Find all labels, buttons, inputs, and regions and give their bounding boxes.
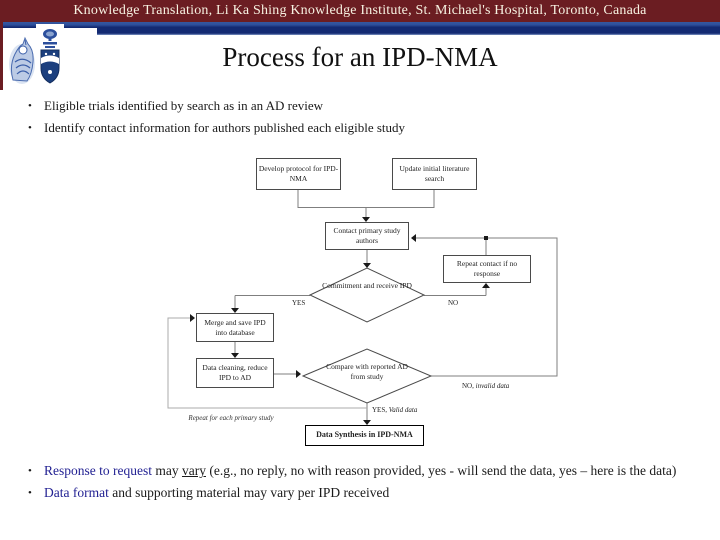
flow-box-update-search: Update initial literature search xyxy=(392,158,477,190)
junction-dot xyxy=(484,236,488,240)
label-yes-valid-prefix: YES, xyxy=(372,406,389,414)
uoft-crest-logo-icon xyxy=(40,29,60,84)
arrow-left-icon xyxy=(411,234,416,242)
highlight-data-format: Data format xyxy=(44,485,109,500)
bullet-text-mid: may xyxy=(151,463,182,478)
header-bar: Knowledge Translation, Li Ka Shing Knowl… xyxy=(0,0,720,22)
label-repeat-note: Repeat for each primary study xyxy=(188,414,274,422)
arrow-down-icon xyxy=(363,263,371,268)
flow-box-contact-authors: Contact primary study authors xyxy=(325,222,409,250)
angel-figure-logo-icon xyxy=(9,36,35,84)
bullet-text-rest: and supporting material may vary per IPD… xyxy=(108,485,390,500)
flow-box-data-cleaning: Data cleaning, reduce IPD to AD xyxy=(196,358,274,388)
flow-diamond-commitment: Commitment and receive IPD xyxy=(322,281,412,290)
list-item: • Data format and supporting material ma… xyxy=(28,482,688,504)
highlight-response-to-request: Response to request xyxy=(44,463,152,478)
underlined-vary: vary xyxy=(181,463,206,478)
bullet-text: Identify contact information for authors… xyxy=(44,120,406,135)
label-no: NO xyxy=(448,299,459,307)
left-maroon-strip xyxy=(0,0,3,90)
label-yes-valid-italic: Valid data xyxy=(388,406,418,414)
arrow-right-icon xyxy=(296,370,301,378)
page-title: Process for an IPD-NMA xyxy=(222,42,498,72)
label-no-invalid-prefix: NO, xyxy=(462,382,476,390)
list-item: • Response to request may vary (e.g., no… xyxy=(28,460,688,482)
flow-diamond-compare: Compare with reported AD from study xyxy=(326,362,408,381)
list-item: • Identify contact information for autho… xyxy=(28,117,698,139)
label-no-invalid: NO, invalid data xyxy=(462,382,509,391)
arrow-down-icon xyxy=(231,308,239,313)
bullet-text: Data format and supporting material may … xyxy=(44,485,389,500)
list-item: • Eligible trials identified by search a… xyxy=(28,95,698,117)
bullet-icon: • xyxy=(28,122,32,134)
bottom-bullet-list: • Response to request may vary (e.g., no… xyxy=(28,460,688,504)
bullet-icon: • xyxy=(28,465,32,477)
blue-accent-bar xyxy=(0,22,720,35)
flow-box-develop-protocol: Develop protocol for IPD-NMA xyxy=(256,158,341,190)
top-bullet-list: • Eligible trials identified by search a… xyxy=(28,95,698,139)
flow-box-repeat-contact: Repeat contact if no response xyxy=(443,255,531,283)
bullet-icon: • xyxy=(28,487,32,499)
label-yes: YES xyxy=(292,299,306,307)
arrow-down-icon xyxy=(363,420,371,425)
label-yes-valid: YES, Valid data xyxy=(372,406,417,415)
label-no-invalid-italic: invalid data xyxy=(475,382,510,390)
bullet-text: Response to request may vary (e.g., no r… xyxy=(44,463,676,478)
arrow-down-icon xyxy=(231,353,239,358)
flowchart: Develop protocol for IPD-NMA Update init… xyxy=(0,152,720,452)
flow-box-merge-save: Merge and save IPD into database xyxy=(196,313,274,342)
arrow-down-icon xyxy=(362,217,370,222)
flowchart-connectors xyxy=(167,190,558,421)
arrow-up-icon xyxy=(482,283,490,288)
arrow-right-icon xyxy=(190,314,195,322)
bullet-text-rest: (e.g., no reply, no with reason provided… xyxy=(205,463,677,478)
bullet-text: Eligible trials identified by search as … xyxy=(44,98,324,113)
header-text: Knowledge Translation, Li Ka Shing Knowl… xyxy=(73,3,647,18)
flow-box-data-synthesis: Data Synthesis in IPD-NMA xyxy=(305,425,424,446)
bullet-icon: • xyxy=(28,100,32,112)
